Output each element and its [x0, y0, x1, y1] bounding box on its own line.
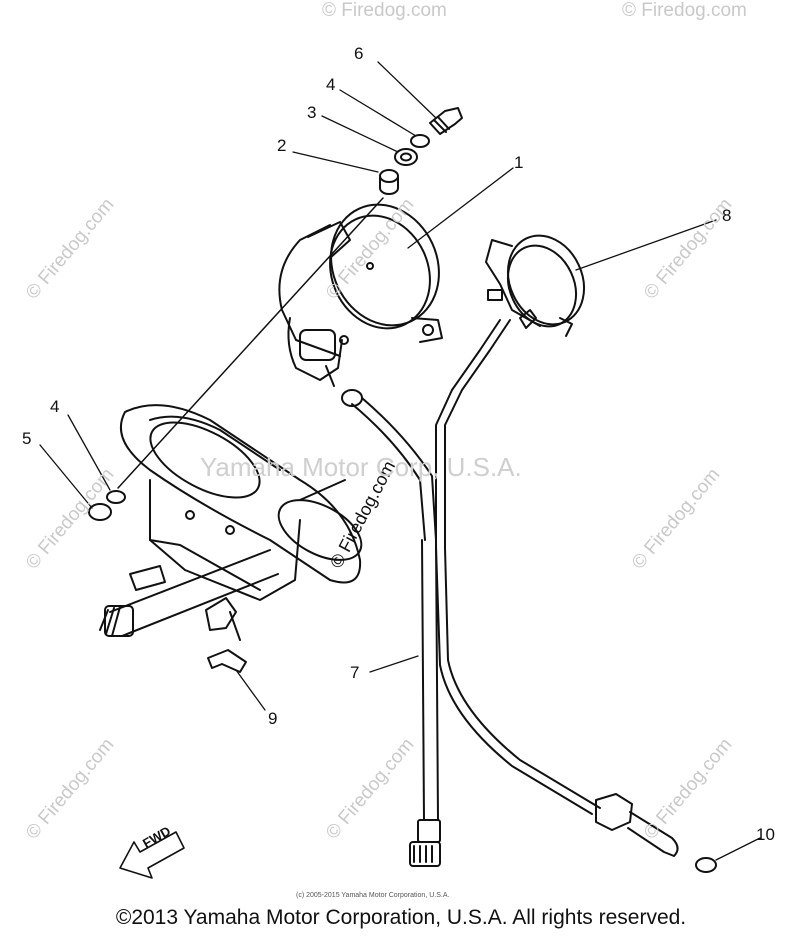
- sender-cable: [435, 319, 679, 857]
- speedometer-part-1: [278, 203, 443, 387]
- callout-3: 3: [307, 103, 317, 122]
- callout-8: 8: [722, 206, 732, 225]
- collar-part-2: [379, 169, 399, 195]
- clip-part-9: [207, 649, 247, 673]
- washer-part-4: [410, 134, 430, 148]
- mounting-shaft: [99, 549, 279, 641]
- callout-1: 1: [514, 153, 524, 172]
- watermark-company: Yamaha Motor Corp, U.S.A.: [200, 452, 522, 482]
- small-copyright: (c) 2005-2015 Yamaha Motor Corporation, …: [296, 892, 450, 899]
- oring-part-10: [695, 857, 717, 873]
- washer-part-4-lower: [106, 490, 126, 504]
- callout-2: 2: [277, 136, 287, 155]
- bolt-part-6: [429, 107, 463, 135]
- callout-4: 4: [326, 75, 336, 94]
- callout-4-lower: 4: [50, 397, 60, 416]
- watermark-site: © Firedog.com: [322, 0, 447, 21]
- mounting-bracket: [120, 404, 363, 601]
- callout-6: 6: [354, 44, 364, 63]
- callout-5: 5: [22, 429, 32, 448]
- callout-7: 7: [350, 663, 360, 682]
- callout-10: 10: [756, 825, 775, 844]
- watermark-site: © Firedog.com: [622, 0, 747, 21]
- nut-part-5: [88, 503, 112, 521]
- meter-part-8: [485, 234, 585, 337]
- fwd-arrow: [119, 831, 185, 879]
- callout-9: 9: [268, 709, 278, 728]
- nut-part-3: [394, 148, 418, 166]
- footer-copyright: ©2013 Yamaha Motor Corporation, U.S.A. A…: [115, 906, 687, 929]
